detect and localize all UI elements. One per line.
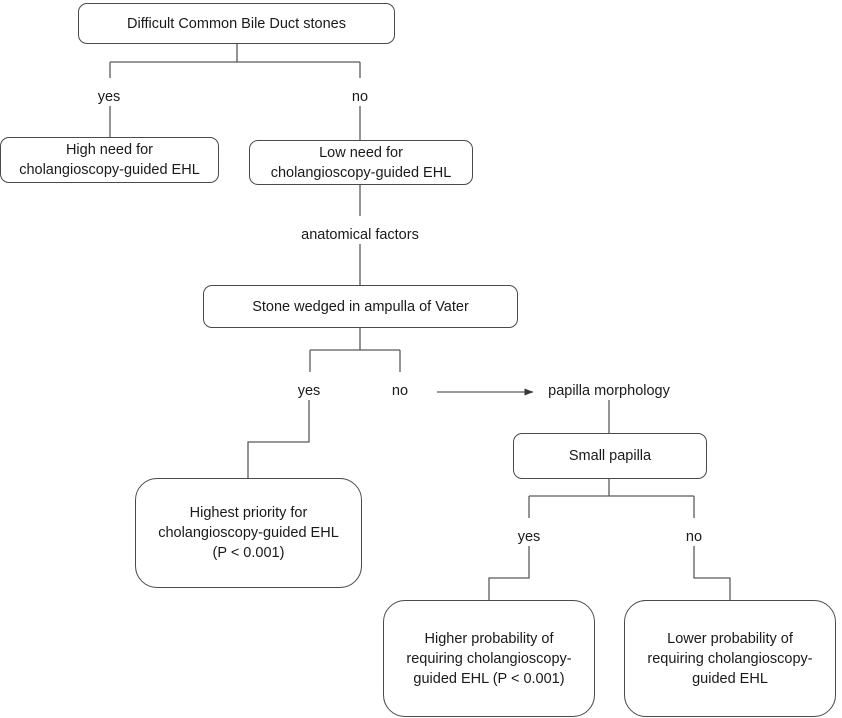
node-low-need[interactable]: Low need for cholangioscopy-guided EHL — [249, 140, 473, 185]
node-root-label: Difficult Common Bile Duct stones — [127, 15, 346, 32]
edge-label-yes-stone: yes — [294, 383, 324, 401]
node-small-papilla-label: Small papilla — [568, 448, 652, 464]
edge-label-no-root: no — [348, 89, 372, 107]
node-stone-wedged[interactable]: Stone wedged in ampulla of Vater — [203, 285, 518, 328]
edge-label-anatomical-factors: anatomical factors — [298, 227, 422, 245]
node-root[interactable]: Difficult Common Bile Duct stones — [78, 3, 395, 44]
node-higher-probability[interactable]: Higher probability of requiring cholangi… — [383, 600, 595, 717]
node-highest-priority-label: Highest priority for cholangioscopy-guid… — [158, 505, 339, 561]
edge-label-yes-papilla: yes — [514, 529, 544, 547]
node-highest-priority[interactable]: Highest priority for cholangioscopy-guid… — [135, 478, 362, 588]
node-stone-wedged-label: Stone wedged in ampulla of Vater — [252, 298, 469, 315]
node-higher-probability-label: Higher probability of requiring cholangi… — [406, 630, 572, 687]
node-lower-probability-label: Lower probability of requiring cholangio… — [647, 630, 813, 687]
edge-label-papilla-morphology: papilla morphology — [545, 383, 673, 401]
edge-label-no-stone: no — [388, 383, 412, 401]
edge-no-to-lower — [693, 541, 731, 600]
edge-label-yes-root: yes — [94, 89, 124, 107]
edge-label-no-papilla: no — [682, 529, 706, 547]
node-lower-probability[interactable]: Lower probability of requiring cholangio… — [624, 600, 836, 717]
edge-yes-to-highest — [247, 395, 310, 478]
edge-yes-to-higher — [488, 541, 530, 600]
node-small-papilla[interactable]: Small papilla — [513, 433, 707, 479]
node-high-need[interactable]: High need for cholangioscopy-guided EHL — [0, 137, 219, 183]
node-low-need-label: Low need for cholangioscopy-guided EHL — [270, 144, 452, 181]
node-high-need-label: High need for cholangioscopy-guided EHL — [19, 142, 200, 178]
